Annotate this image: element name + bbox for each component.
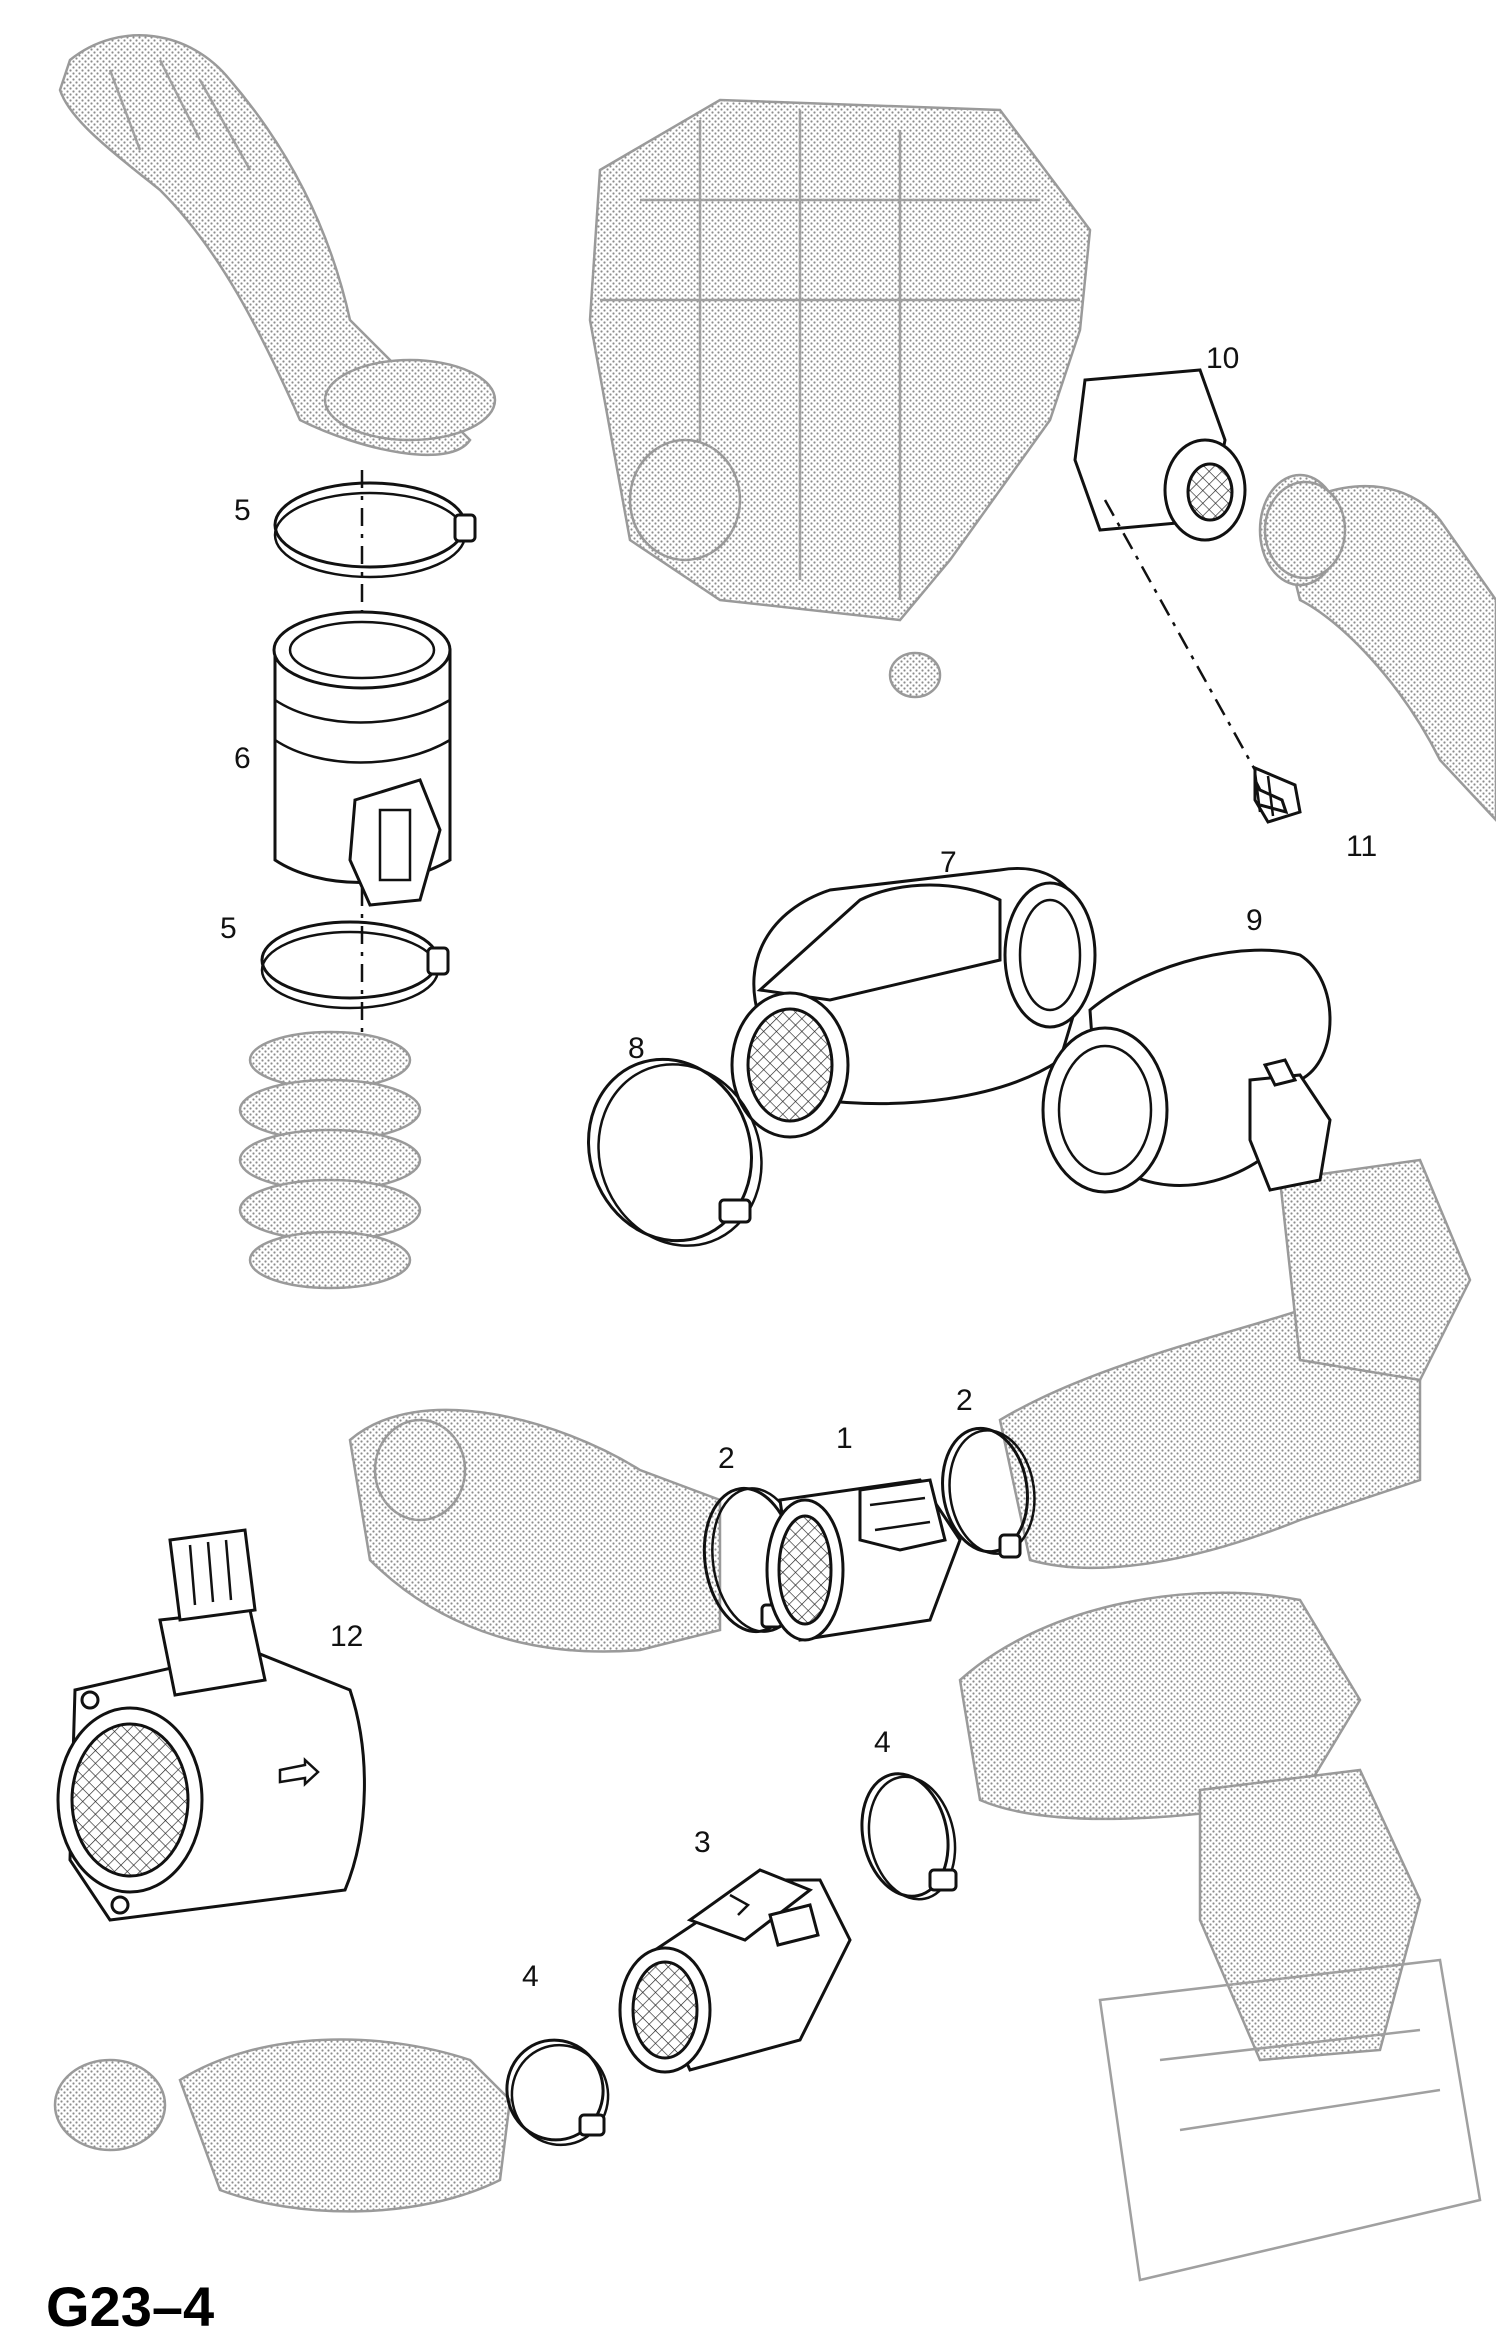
part-5-hose-clamp-lower: [260, 920, 450, 1010]
callout-1: 1: [836, 1422, 853, 1455]
callout-5b: 5: [220, 912, 237, 945]
part-10-sensor-plug: [1073, 368, 1247, 542]
part-2-hose-clamp-right: [941, 1426, 1036, 1559]
callout-2a: 2: [718, 1442, 735, 1475]
ghost-lower-bellows: [238, 1030, 422, 1290]
ghost-air-filter-housing: [588, 98, 1092, 699]
callout-9: 9: [1246, 904, 1263, 937]
part-6-air-mass-meter: [272, 610, 452, 907]
callout-11: 11: [1346, 830, 1377, 863]
ghost-lower-right-hoses: [958, 1591, 1482, 2282]
callout-4b: 4: [522, 1960, 539, 1993]
part-5-hose-clamp-upper: [273, 481, 477, 579]
callout-3: 3: [694, 1826, 711, 1859]
ghost-seal-ring-10: [1263, 480, 1347, 580]
part-9-air-mass-meter: [1041, 948, 1332, 1194]
part-4-hose-clamp-lower: [505, 2038, 610, 2147]
callout-5a: 5: [234, 494, 251, 527]
callout-6: 6: [234, 742, 251, 775]
assembly-axis-11: [1103, 499, 1257, 771]
part-3-air-mass-meter: [618, 1868, 852, 2074]
callout-8: 8: [628, 1032, 645, 1065]
part-8-hose-clamp: [587, 1057, 763, 1247]
ghost-lower-left-hose: [53, 2038, 512, 2213]
part-11-bolt: [1253, 765, 1302, 824]
part-12-air-mass-meter: [56, 1528, 366, 1922]
ghost-middle-hose-assembly: [348, 1158, 1472, 1653]
callout-4a: 4: [874, 1726, 891, 1759]
callout-12: 12: [330, 1620, 363, 1653]
callout-10: 10: [1206, 342, 1239, 375]
ghost-intake-elbow-hose: [58, 34, 497, 457]
sheet-code: G23–4: [46, 2275, 214, 2338]
callout-7: 7: [940, 846, 957, 879]
part-1-air-mass-meter: [765, 1478, 962, 1642]
callout-2b: 2: [956, 1384, 973, 1417]
part-4-hose-clamp-upper: [860, 1772, 958, 1901]
part-7-air-mass-meter-housing: [730, 867, 1097, 1139]
